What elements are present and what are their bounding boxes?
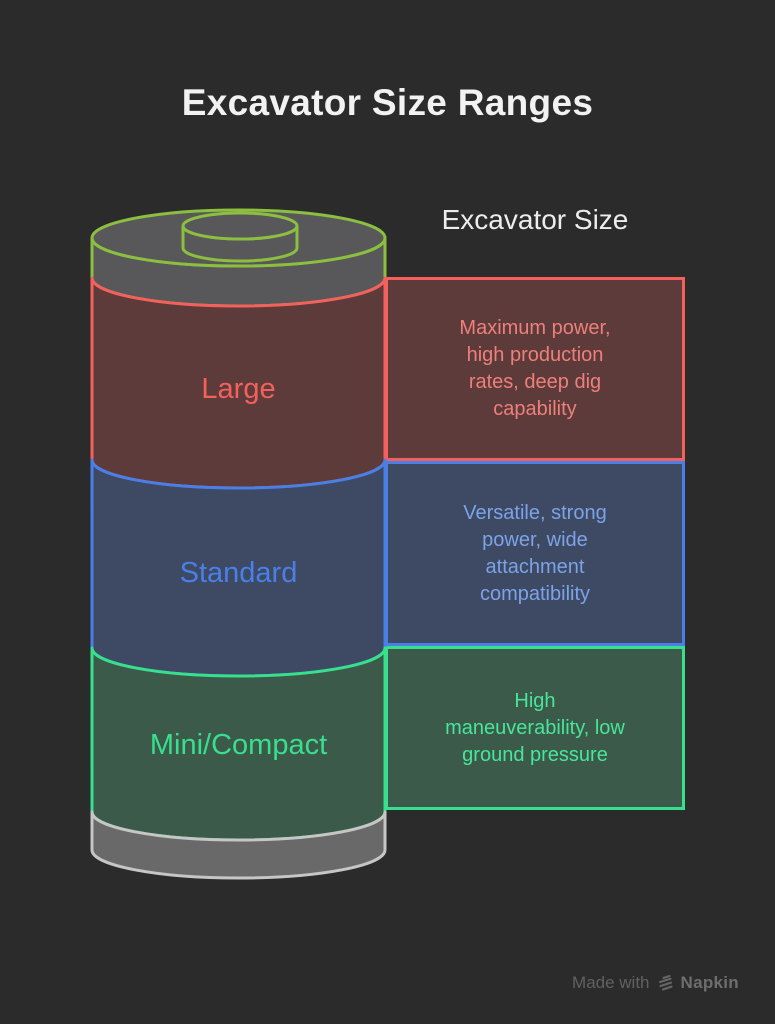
column-header: Excavator Size [441, 204, 629, 235]
segment-label-large: Large [201, 373, 276, 405]
napkin-logo-icon [658, 974, 673, 991]
watermark-made-with-label: Made with [572, 973, 650, 992]
description-box-standard: Versatile, strong power, wide attachment… [385, 461, 685, 646]
description-box-mini: High maneuverability, low ground pressur… [385, 646, 685, 810]
battery-base [90, 810, 387, 880]
watermark-brand-label: Napkin [680, 973, 739, 992]
description-text-mini: High maneuverability, low ground pressur… [445, 689, 625, 766]
segment-label-mini: Mini/Compact [149, 729, 328, 761]
description-text-large: Maximum power, high production rates, de… [459, 317, 611, 420]
watermark: Made with Napkin [572, 970, 739, 996]
description-text-standard: Versatile, strong power, wide attachment… [463, 501, 607, 605]
page-title: Excavator Size Ranges [181, 82, 594, 123]
battery-terminal-top [181, 211, 299, 241]
segment-label-standard: Standard [179, 557, 298, 589]
